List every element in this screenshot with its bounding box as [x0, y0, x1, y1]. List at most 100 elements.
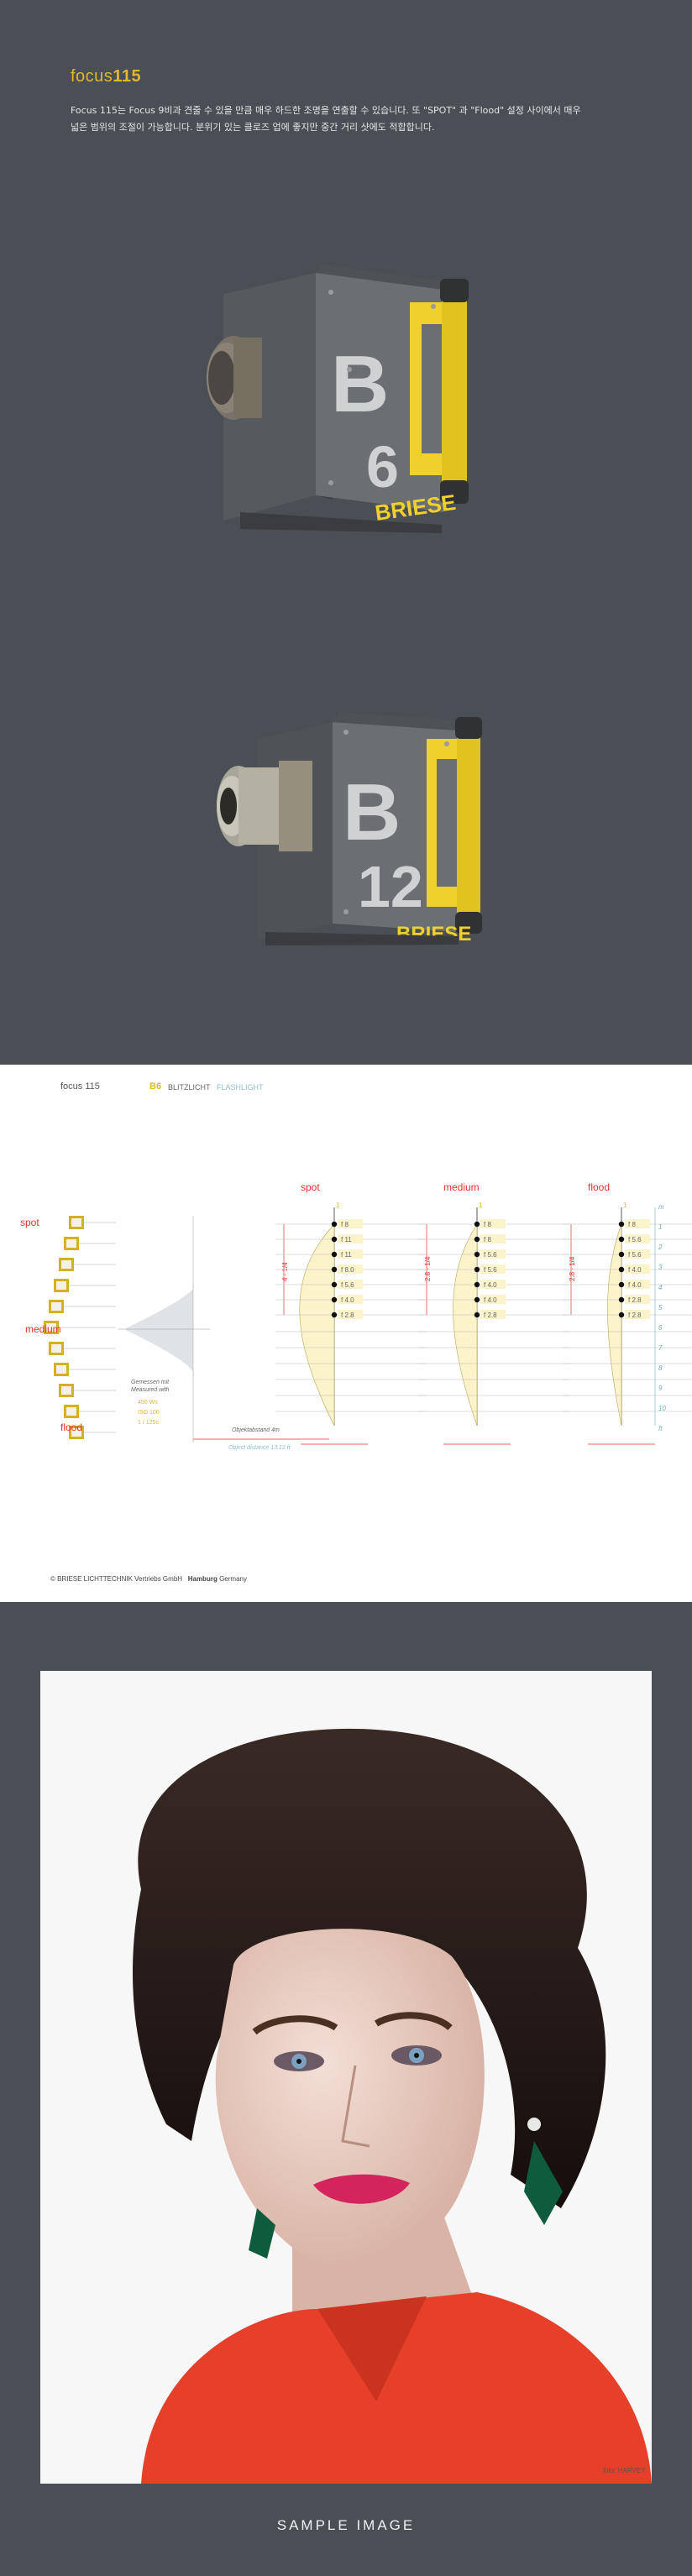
measure-line-3: 450 Ws [138, 1400, 158, 1406]
scale-tick-label: 1 [658, 1223, 662, 1231]
description-line-1: Focus 115는 Focus 9비과 견줄 수 있을 만큼 매우 하드한 조… [71, 105, 581, 116]
chart-header-model: focus 115 [60, 1081, 100, 1092]
f-stop-value: f 2.8 [484, 1312, 497, 1319]
column-label-flood: flood [588, 1181, 610, 1193]
scale-tick-label: 2 [658, 1243, 663, 1251]
f-stop-value: f 8.0 [341, 1266, 354, 1274]
value-tag [625, 1310, 650, 1319]
ladder-device-face [46, 1323, 56, 1332]
value-tag [338, 1264, 363, 1274]
measure-point [618, 1266, 625, 1273]
measure-point [474, 1296, 480, 1303]
ladder-device-face [66, 1407, 76, 1416]
f-stop-value: f 2.8 [628, 1296, 642, 1304]
badge-letter-b6: B [331, 339, 389, 429]
f-stop-value: f 2.8 [628, 1312, 642, 1319]
ladder-device-face [61, 1386, 71, 1395]
sample-image-section: foto: HARVEY SAMPLE IMAGE [0, 1602, 692, 2576]
f-stop-value: f 8 [628, 1221, 636, 1228]
value-tag [338, 1310, 363, 1319]
footer-city: Hamburg [187, 1575, 218, 1583]
measure-point [474, 1221, 480, 1228]
measure-point [618, 1251, 625, 1258]
product-description: Focus 115는 Focus 9비과 견줄 수 있을 만큼 매우 하드한 조… [71, 102, 642, 136]
measure-point [618, 1281, 625, 1288]
f-stop-value: f 4.0 [341, 1296, 354, 1304]
product-section: focus115 Focus 115는 Focus 9비과 견줄 수 있을 만큼… [0, 0, 692, 1065]
column-axis-tick: 1 [479, 1202, 483, 1209]
measure-point [331, 1312, 338, 1318]
scale-tick-label: 7 [658, 1344, 663, 1352]
value-tag [480, 1310, 506, 1319]
chart-footer: © BRIESE LICHTTECHNIK Vertriebs GmbH Ham… [50, 1575, 247, 1583]
f-stop-value: f 2.8 [341, 1312, 354, 1319]
f-stop-value: f 8 [484, 1221, 491, 1228]
f-stop-value: f 4.0 [628, 1266, 642, 1274]
value-tag [625, 1295, 650, 1304]
device-position-ladder [44, 1216, 116, 1439]
distance-line-2: Object distance 13.12 ft [228, 1445, 291, 1451]
badge-number-b12: 12 [358, 854, 423, 919]
scale-tick-label: 3 [658, 1264, 663, 1271]
measure-line-2: Measured with [131, 1387, 170, 1393]
measure-point [474, 1312, 480, 1318]
badge-number-b6: 6 [366, 434, 399, 500]
value-tag [480, 1234, 506, 1243]
column-axis-tick: 1 [336, 1202, 340, 1209]
measure-point [474, 1251, 480, 1258]
value-tag [338, 1219, 363, 1228]
f-stop-value: f 5.6 [484, 1251, 497, 1259]
footer-country: Germany [219, 1575, 247, 1583]
f-stop-value: f 4.0 [484, 1296, 497, 1304]
device-b12-image: B 12 BRIESE [217, 712, 482, 945]
ladder-device-face [51, 1344, 61, 1353]
beam-cone [126, 1285, 194, 1377]
chart-header-b6: B6 [149, 1081, 162, 1092]
range-label: 2.8 - 1/4 [424, 1256, 432, 1281]
f-stop-value: f 8 [484, 1236, 491, 1243]
description-line-2: 넓은 범위의 조절이 가능합니다. 분위기 있는 클로즈 업에 좋지만 중간 거… [71, 122, 435, 133]
f-stop-value: f 5.6 [628, 1251, 642, 1259]
ladder-device-face [71, 1218, 81, 1227]
badge-letter-b12: B [343, 767, 401, 857]
value-tag [338, 1280, 363, 1289]
measure-point [331, 1296, 338, 1303]
measure-point [618, 1296, 625, 1303]
footer-copyright: © BRIESE LICHTTECHNIK Vertriebs GmbH [50, 1575, 183, 1583]
focus-logo: focus115 [71, 67, 141, 86]
column-label-spot: spot [301, 1181, 320, 1193]
measure-point [331, 1281, 338, 1288]
measure-point [331, 1266, 338, 1273]
f-stop-value: f 11 [341, 1251, 352, 1259]
measure-point [331, 1236, 338, 1243]
scale-tick-label: 10 [658, 1405, 666, 1412]
label-flood: flood [60, 1422, 82, 1433]
scale-tick-label: m [658, 1203, 664, 1211]
scale-tick-label: 6 [658, 1324, 663, 1332]
device-b6-image: B 6 BRIESE [207, 264, 469, 533]
scale-tick-label: 5 [658, 1304, 663, 1312]
scale-tick-label: ft [658, 1425, 663, 1432]
value-tag [625, 1264, 650, 1274]
value-tag [338, 1295, 363, 1304]
logo-number: 115 [113, 67, 142, 86]
measure-point [618, 1312, 625, 1318]
f-stop-value: f 5.6 [484, 1266, 497, 1274]
sample-image-caption: SAMPLE IMAGE [276, 2517, 416, 2533]
ladder-device-face [71, 1428, 81, 1437]
measure-point [618, 1221, 625, 1228]
label-medium: medium [25, 1323, 61, 1335]
f-stop-value: f 5.6 [341, 1281, 354, 1289]
ladder-device-face [61, 1260, 71, 1269]
ladder-device-face [56, 1365, 66, 1374]
sample-portrait-photo: foto: HARVEY [40, 1671, 652, 2484]
measure-point [331, 1251, 338, 1258]
distance-line-1: Objektabstand 4m [232, 1427, 280, 1433]
measure-point [331, 1221, 338, 1228]
column-axis-tick: 1 [623, 1202, 627, 1209]
measure-point [474, 1236, 480, 1243]
measure-line-4: ISO 100 [138, 1410, 160, 1416]
value-tag [338, 1249, 363, 1259]
scale-tick-label: 8 [658, 1364, 663, 1372]
